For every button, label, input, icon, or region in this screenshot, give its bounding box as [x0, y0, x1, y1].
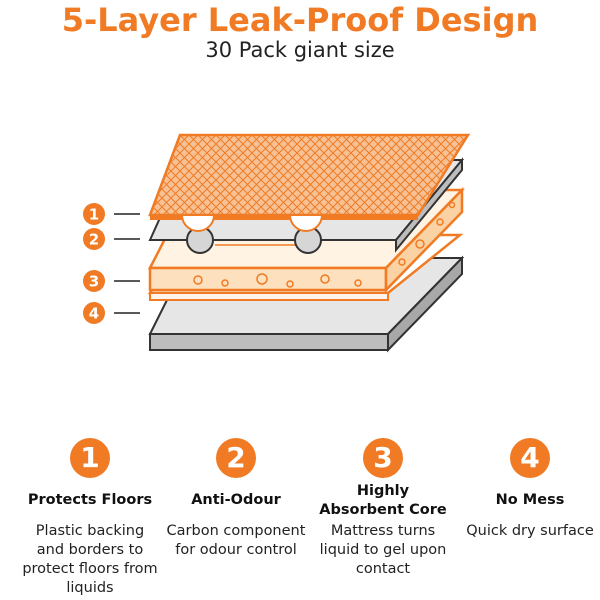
callout-leaders — [114, 213, 140, 314]
page-subtitle: 30 Pack giant size — [205, 38, 395, 62]
callout-badges: 1 2 3 4 — [83, 203, 105, 324]
callout-3-badge: 3 — [83, 270, 105, 292]
feature-number-badge: 4 — [510, 438, 550, 478]
feature-protects-floors: 1 Protects Floors Plastic backing and bo… — [20, 438, 160, 596]
feature-anti-odour: 2 Anti-Odour Carbon component for odour … — [166, 438, 306, 558]
callout-2-badge: 2 — [83, 228, 105, 250]
feature-description: Quick dry surface — [466, 523, 594, 539]
layer-diagram: 1 2 3 4 — [83, 133, 471, 353]
feature-title: Anti-Odour — [191, 492, 281, 508]
svg-text:3: 3 — [89, 272, 99, 290]
feature-title: No Mess — [495, 492, 565, 508]
feature-number-badge: 3 — [363, 438, 403, 478]
page-title: 5-Layer Leak-Proof Design — [61, 1, 539, 39]
feature-number-badge: 2 — [216, 438, 256, 478]
top-sheet-layer — [148, 133, 471, 232]
svg-text:1: 1 — [89, 205, 99, 223]
feature-title: Protects Floors — [27, 492, 153, 508]
feature-description: Carbon component for odour control — [166, 523, 306, 558]
feature-description: Plastic backing and borders to protect f… — [22, 523, 158, 596]
feature-no-mess: 4 No Mess Quick dry surface — [460, 438, 600, 539]
svg-text:4: 4 — [89, 304, 99, 322]
feature-number-badge: 1 — [70, 438, 110, 478]
feature-title: Highly Absorbent Core — [319, 483, 447, 518]
svg-text:2: 2 — [89, 230, 99, 248]
callout-1-badge: 1 — [83, 203, 105, 225]
feature-absorbent-core: 3 Highly Absorbent Core Mattress turns l… — [313, 438, 453, 577]
feature-description: Mattress turns liquid to gel upon contac… — [319, 523, 447, 577]
callout-4-badge: 4 — [83, 302, 105, 324]
